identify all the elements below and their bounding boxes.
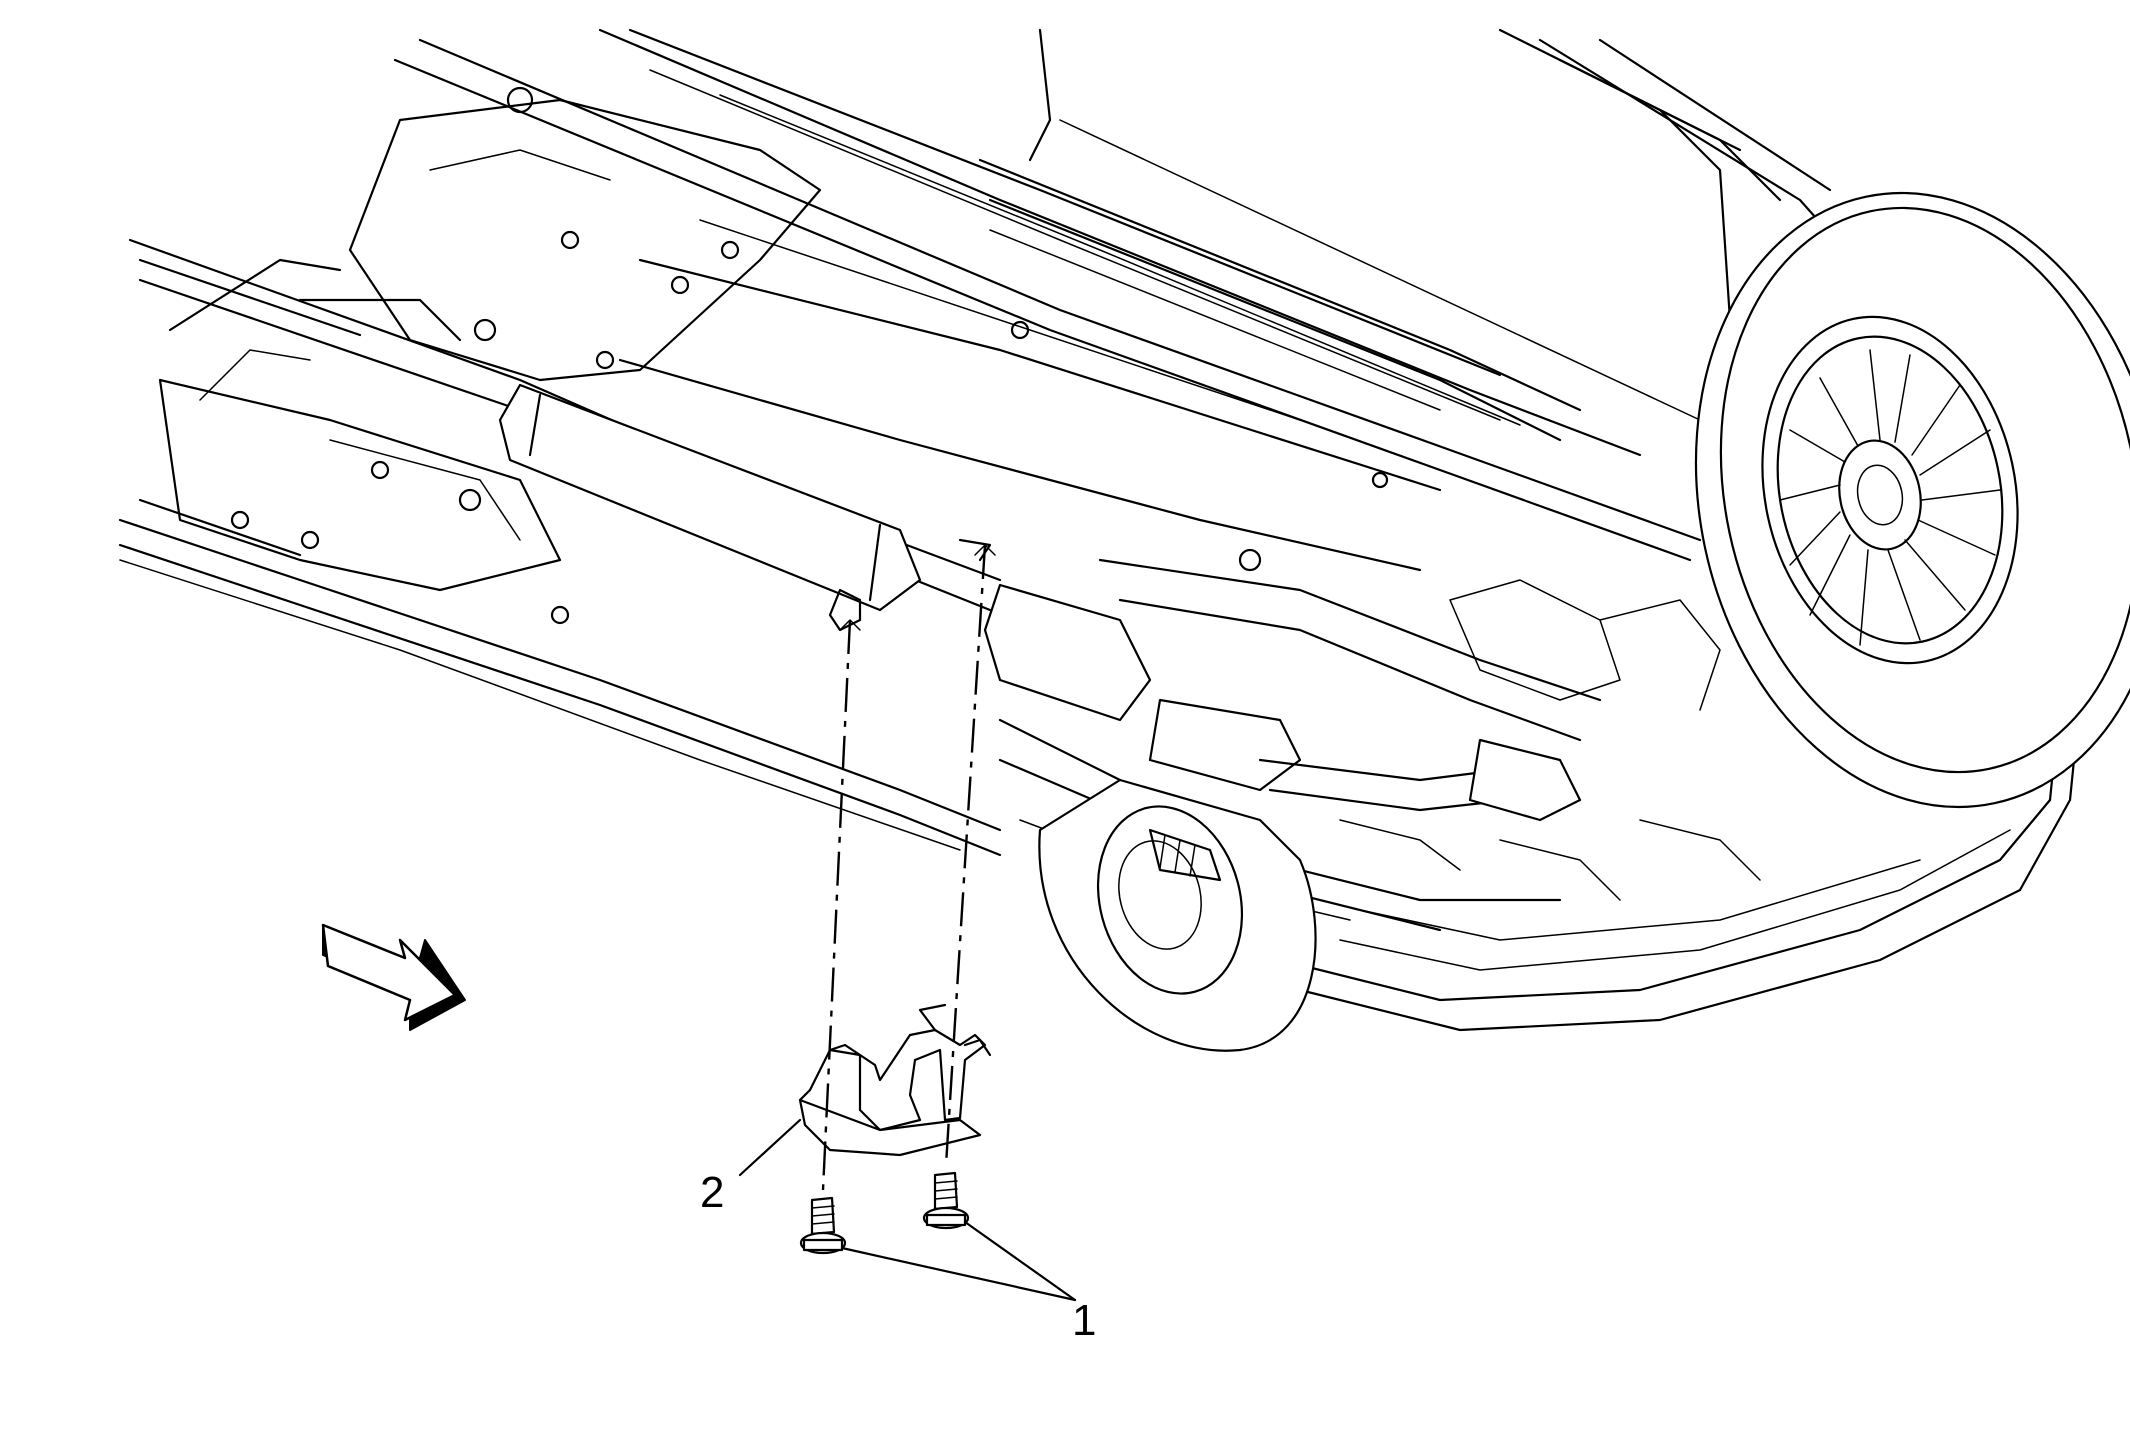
leader-lines [738,1118,1077,1302]
bolt-right [922,1171,970,1230]
vehicle-underbody [118,28,2130,1052]
alignment-lines [821,544,996,1191]
callout-label-2: 2 [700,1168,724,1217]
wheel-spokes [1779,349,2001,646]
callout-label-1: 1 [1072,1296,1096,1345]
floor-fasteners [230,86,1389,625]
front-direction-arrow-icon [321,923,466,1031]
heat-shield [798,1003,992,1157]
bolt-left [799,1196,847,1255]
